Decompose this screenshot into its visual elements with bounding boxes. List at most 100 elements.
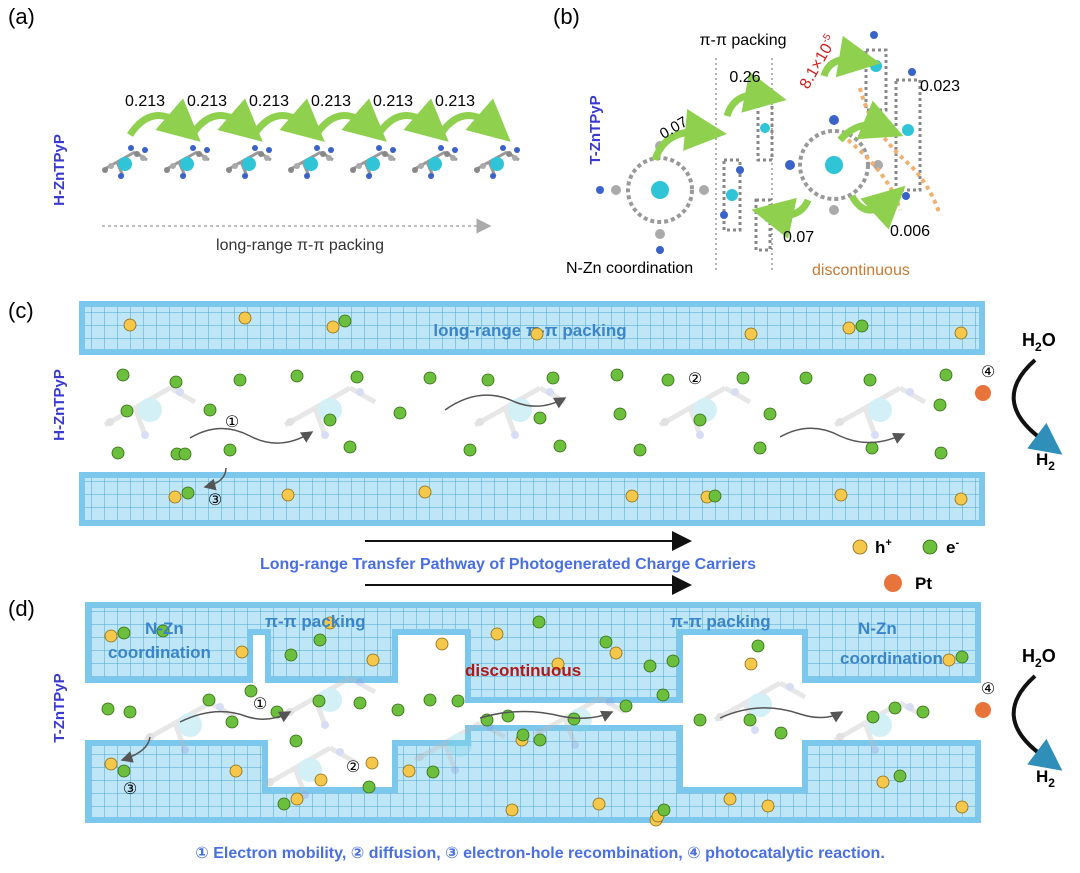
panel-d-pi-right: π-π packing — [670, 612, 771, 631]
panel-a-molecule — [472, 143, 522, 181]
hole — [954, 492, 968, 506]
electron — [225, 715, 239, 729]
panel-b-stack-1 — [720, 158, 744, 232]
panel-c-molecule — [285, 388, 375, 439]
panel-c-paths — [189, 394, 906, 491]
panel-d-pi-left: π-π packing — [265, 612, 366, 631]
electron — [753, 441, 767, 455]
panel-a-axis-label: long-range π-π packing — [216, 237, 384, 254]
panel-c-h2: H2 — [1036, 450, 1055, 473]
electron — [169, 375, 183, 389]
electron — [203, 403, 217, 417]
electron — [916, 705, 930, 719]
panel-b-side-label: T-ZnTPyP — [587, 95, 604, 164]
panel-a-molecules — [100, 143, 522, 181]
electron — [289, 734, 303, 748]
pathway-title: Long-range Transfer Pathway of Photogene… — [260, 556, 756, 573]
hole — [229, 764, 243, 778]
panel-a-arrow — [313, 98, 387, 142]
electron — [423, 371, 437, 385]
electron — [619, 699, 633, 713]
electron — [666, 654, 680, 668]
hole — [104, 629, 118, 643]
panel-c-molecule — [835, 388, 925, 439]
panel-b-value-0023: 0.023 — [920, 78, 960, 95]
svg-text:①: ① — [253, 696, 267, 713]
electron — [933, 398, 947, 412]
electron — [553, 439, 567, 453]
panel-b-porphyrin-left — [596, 141, 709, 254]
electron — [117, 764, 131, 778]
electron — [393, 406, 407, 420]
electron — [223, 443, 237, 457]
svg-text:②: ② — [346, 759, 360, 776]
hole — [281, 488, 295, 502]
svg-text:④: ④ — [981, 681, 995, 698]
electron — [763, 407, 777, 421]
electron — [799, 371, 813, 385]
electron — [546, 371, 560, 385]
electron — [567, 712, 581, 726]
panel-b-stack-2 — [754, 94, 774, 252]
panel-a-molecule — [286, 143, 336, 181]
electron — [451, 694, 465, 708]
panel-b-discontinuous-line-1 — [858, 87, 942, 216]
hole — [744, 327, 758, 341]
panel-d-carriers — [101, 615, 969, 827]
hole — [842, 321, 856, 335]
panel-b-stack-3 — [864, 31, 922, 200]
electron — [120, 404, 134, 418]
electron — [533, 733, 547, 747]
panel-b-value-007-b: 0.07 — [783, 229, 814, 246]
hole — [609, 646, 623, 660]
svg-text:④: ④ — [981, 364, 995, 381]
hole — [723, 792, 737, 806]
legend-electron-label: e- — [946, 537, 959, 557]
electron — [893, 769, 907, 783]
panel-b-porphyrin-right — [785, 115, 883, 215]
legend-electron-dot — [922, 539, 938, 555]
panel-a-arrow — [127, 98, 201, 142]
panel-a-label: (a) — [8, 4, 35, 29]
legend-hole-dot — [852, 539, 868, 555]
panel-c-h2o: H2O — [1022, 330, 1056, 354]
panel-d-nzn-left-1: N-Zn — [145, 619, 184, 638]
electron — [613, 407, 627, 421]
electron — [343, 440, 357, 454]
hole — [365, 756, 379, 770]
hole — [123, 318, 137, 332]
electron — [532, 615, 546, 629]
hole — [402, 764, 416, 778]
panel-d-pt-particle — [975, 702, 991, 718]
hole — [834, 488, 848, 502]
electron — [244, 684, 258, 698]
electron — [855, 319, 869, 333]
panel-a-value: 0.213 — [125, 93, 165, 110]
hole — [625, 489, 639, 503]
hole — [435, 637, 449, 651]
panel-b-label: (b) — [553, 4, 580, 29]
panel-a-value: 0.213 — [373, 93, 413, 110]
panel-a-side-label: H-ZnTPyP — [51, 134, 68, 206]
panel-c-pt-particle — [975, 385, 991, 401]
hole — [238, 311, 252, 325]
electron — [277, 797, 291, 811]
electron — [350, 370, 364, 384]
panel-d-circled-numbers: ① ② ③ ④ — [123, 681, 995, 798]
electron — [426, 765, 440, 779]
hole — [955, 800, 969, 814]
hole — [744, 657, 758, 671]
hole — [366, 653, 380, 667]
electron — [736, 371, 750, 385]
electron — [693, 413, 707, 427]
electron — [708, 489, 722, 503]
panel-c-molecule — [660, 388, 750, 439]
legend-pt-dot — [884, 574, 902, 592]
electron — [323, 413, 337, 427]
panel-a-arrow — [251, 98, 325, 142]
panel-c-carriers — [111, 311, 968, 506]
hole — [761, 799, 775, 813]
panel-d-label: (d) — [8, 596, 35, 621]
